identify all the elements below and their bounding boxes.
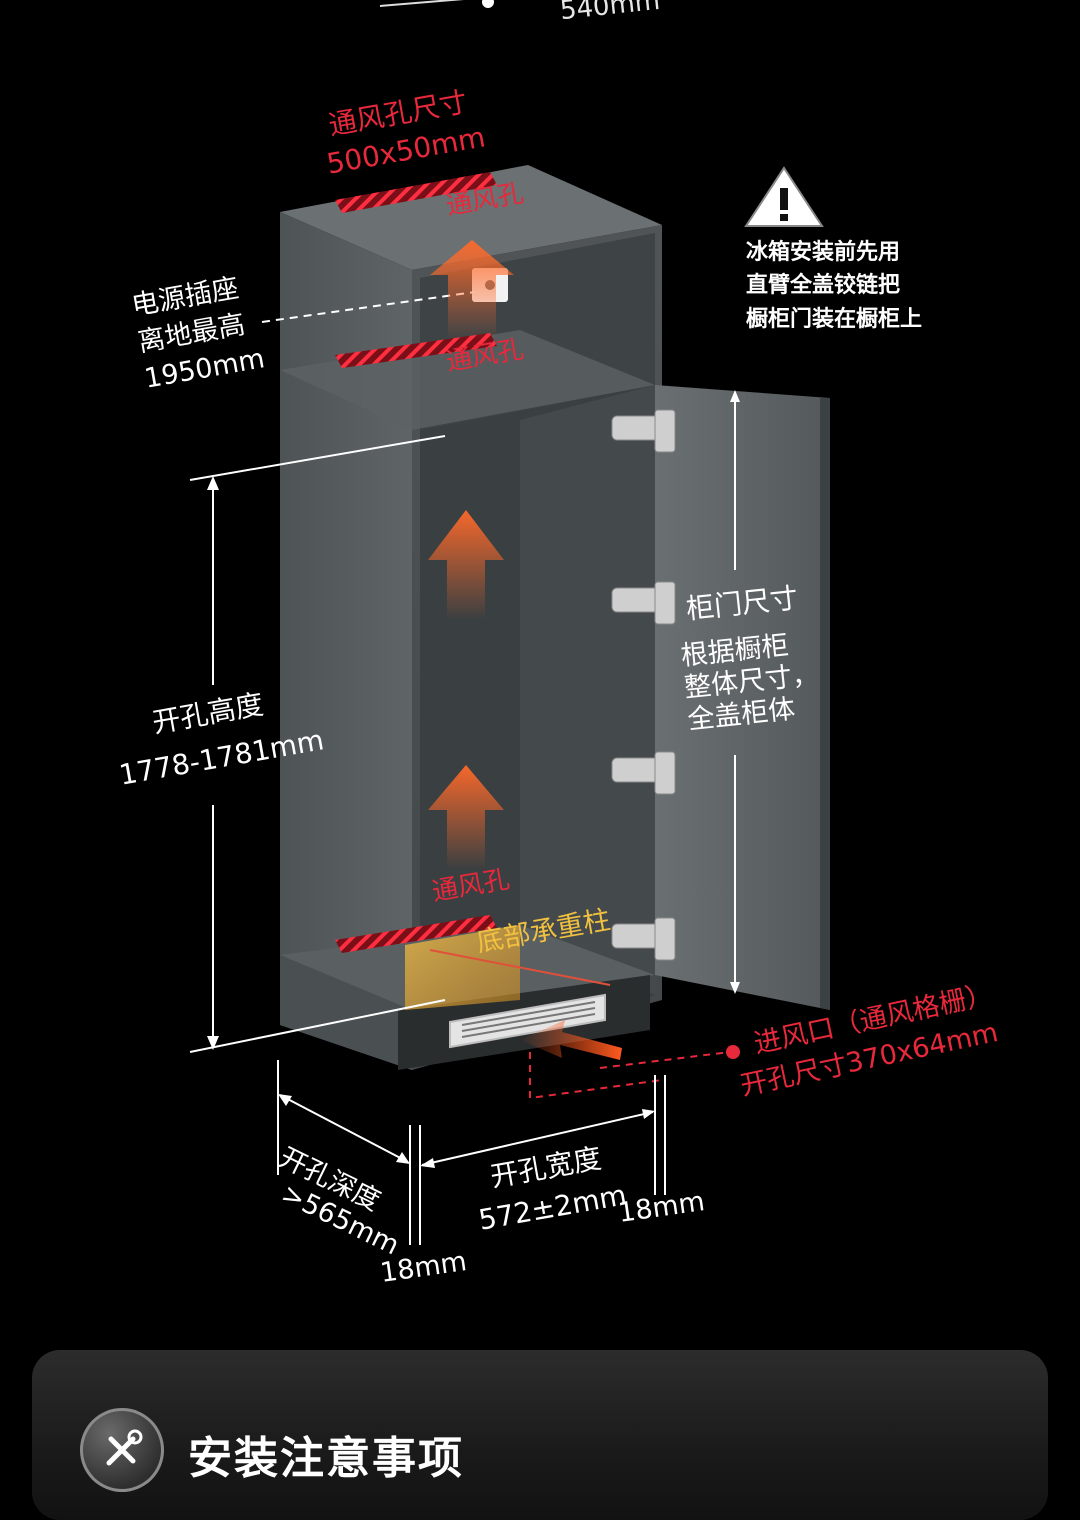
socket-note: 电源插座 离地最高 1950mm [129, 270, 268, 401]
installation-notice-title: 安装注意事项 [188, 1433, 464, 1484]
depth-dim-line [279, 1094, 409, 1163]
cabinet-door [655, 385, 830, 1010]
bearing-column [405, 925, 520, 1010]
airflow-arrow-mid [428, 510, 504, 620]
cabinet-top-face [280, 165, 662, 270]
hinges [611, 409, 676, 961]
warning-note: 冰箱安装前先用 直臂全盖铰链把 橱柜门装在橱柜上 [746, 240, 922, 340]
socket-leader-line [261, 291, 476, 323]
cabinet-left-side [280, 212, 412, 1070]
vent-middle [335, 333, 497, 368]
vent-bottom [335, 915, 497, 953]
ventilation-grille [449, 993, 606, 1049]
bearing-line [429, 949, 611, 986]
top-dimension-line [379, 0, 465, 7]
cabinet-illustration [189, 0, 830, 1245]
installation-notice-card: 安装注意事项 [32, 1350, 1048, 1520]
grille-slats [461, 1001, 596, 1038]
inlet-outline [529, 1052, 663, 1100]
warning-line-1: 冰箱安装前先用 [746, 240, 901, 265]
height-ext-bottom [189, 999, 446, 1053]
width-dim-line [421, 1111, 654, 1166]
vent-top [335, 172, 497, 213]
top-dimension-dot [482, 0, 494, 8]
inlet-dot [726, 1045, 740, 1059]
warning-triangle-icon [744, 166, 824, 227]
inner-back-wall [520, 385, 655, 995]
warning-line-3: 橱柜门装在橱柜上 [746, 306, 923, 332]
airflow-arrow-low [428, 765, 504, 870]
airflow-arrow-top [430, 240, 514, 340]
inlet-arrow [520, 1020, 622, 1060]
tools-icon [80, 1408, 164, 1492]
height-ext-top [189, 435, 446, 481]
inlet-leader-line [599, 1051, 731, 1069]
door-size-desc: 根据橱柜 整体尺寸， 全盖柜体 [679, 627, 823, 736]
warning-line-2: 直臂全盖铰链把 [746, 273, 901, 299]
plinth-left [280, 955, 412, 1070]
cabinet-installation-diagram: 540mm 通风孔尺寸 500x50mm 通风孔 通风孔 通风孔 底部承重柱 电… [117, 0, 1001, 1289]
